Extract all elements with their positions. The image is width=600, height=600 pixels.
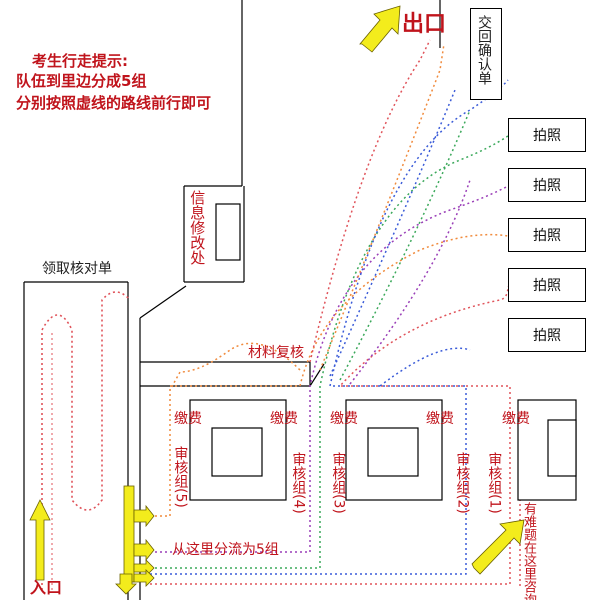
group-number-5: (5) bbox=[172, 488, 189, 508]
photo-label: 拍照 bbox=[533, 278, 561, 294]
help-arrow bbox=[471, 519, 525, 575]
entrance-arrow bbox=[29, 499, 51, 581]
group-number-3: (3) bbox=[330, 494, 347, 514]
fee-label-2: 缴费 bbox=[426, 411, 454, 427]
route-3 bbox=[150, 135, 509, 569]
get-form-label: 领取核对单 bbox=[42, 261, 112, 277]
group-1: 审核组(1) bbox=[486, 452, 503, 514]
group-4: 审核组(4) bbox=[290, 452, 307, 514]
return-confirm-label: 交回确认单 bbox=[476, 15, 492, 85]
group-number-4: (4) bbox=[290, 494, 307, 514]
photo-label: 拍照 bbox=[533, 328, 561, 344]
group-3: 审核组(3) bbox=[330, 452, 347, 514]
photo-station-1: 拍照 bbox=[508, 118, 586, 152]
fee-label-5: 缴费 bbox=[174, 411, 202, 427]
return-confirm-desk: 交回确认单 bbox=[470, 8, 502, 100]
group-number-2: (2) bbox=[454, 494, 471, 514]
arrows bbox=[29, 5, 525, 595]
photo-label: 拍照 bbox=[533, 178, 561, 194]
photo-label: 拍照 bbox=[533, 128, 561, 144]
walls bbox=[23, 0, 441, 600]
fee-label-1: 缴费 bbox=[502, 411, 530, 427]
tip-title: 考生行走提示: bbox=[32, 52, 128, 70]
help-note: 有难题在这里咨询 bbox=[520, 502, 536, 600]
tip-line-2: 分别按照虚线的路线前行即可 bbox=[16, 94, 212, 112]
photo-station-2: 拍照 bbox=[508, 168, 586, 202]
photo-station-4: 拍照 bbox=[508, 268, 586, 302]
exit-arrow bbox=[359, 5, 401, 53]
group-2: 审核组(2) bbox=[454, 452, 471, 514]
photo-label: 拍照 bbox=[533, 228, 561, 244]
fee-tables bbox=[189, 399, 577, 501]
fee-label-4: 缴费 bbox=[270, 411, 298, 427]
fee-label-3: 缴费 bbox=[330, 411, 358, 427]
exit-label: 出口 bbox=[402, 12, 447, 37]
photo-station-5: 拍照 bbox=[508, 318, 586, 352]
group-5: 审核组(5) bbox=[172, 446, 189, 508]
queue-path bbox=[41, 291, 131, 590]
route-1 bbox=[150, 285, 511, 585]
info-office-label: 信息修改处 bbox=[188, 190, 207, 265]
tip-line-1: 队伍到里边分成5组 bbox=[16, 72, 147, 90]
group-number-1: (1) bbox=[486, 494, 503, 514]
photo-station-3: 拍照 bbox=[508, 218, 586, 252]
material-review-label: 材料复核 bbox=[248, 345, 304, 361]
entrance-label: 入口 bbox=[30, 578, 63, 597]
split-note: 从这里分流为5组 bbox=[172, 542, 279, 558]
